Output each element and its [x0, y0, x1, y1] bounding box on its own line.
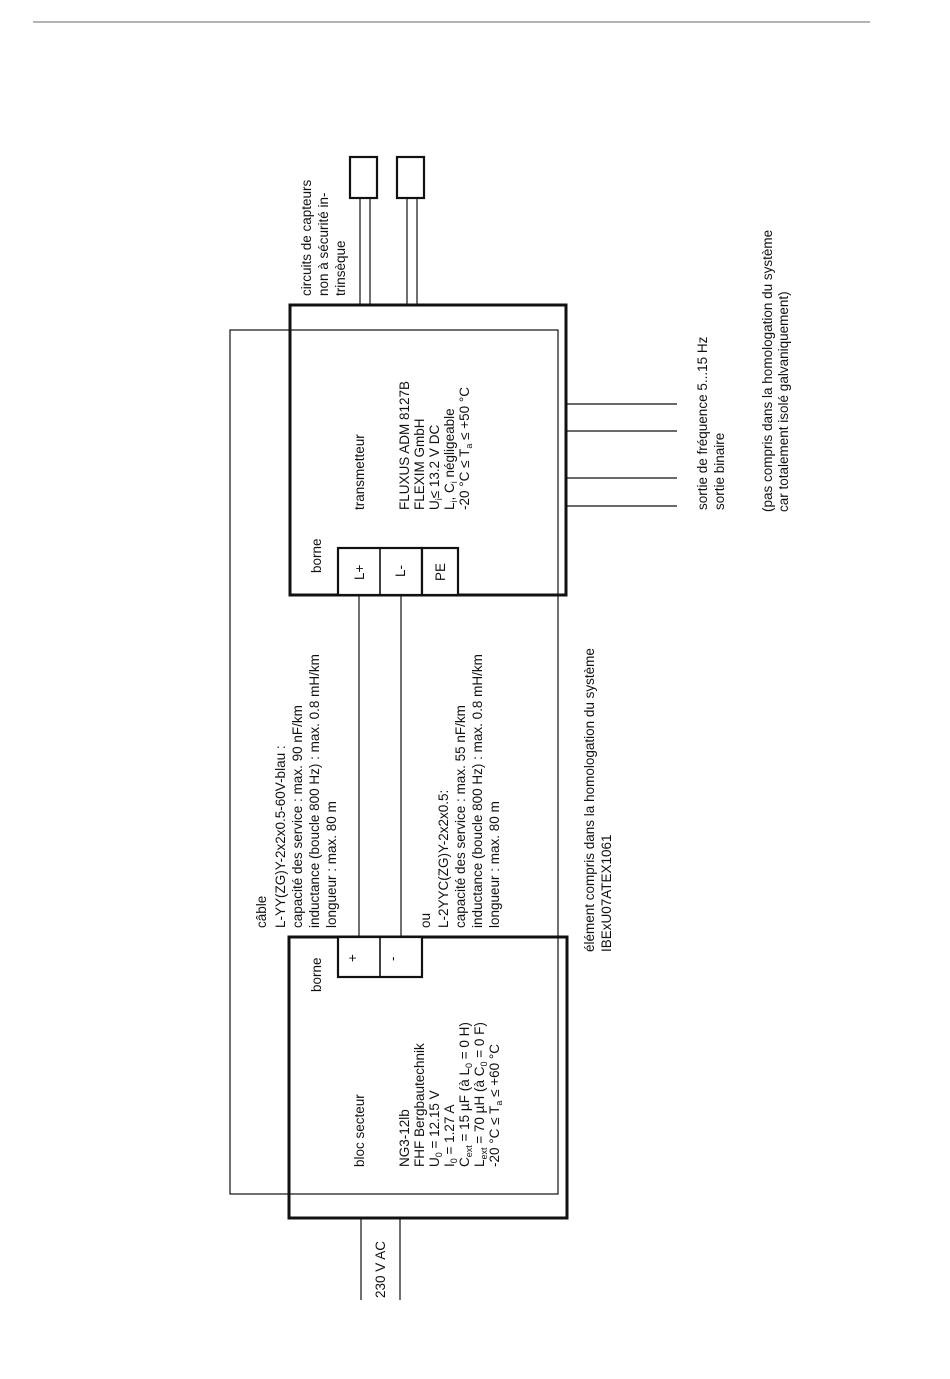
svg-text:L+: L+: [352, 564, 367, 580]
transmitter-heading: transmetteur: [352, 434, 367, 510]
svg-text:IBExU07ATEX1061: IBExU07ATEX1061: [599, 834, 614, 952]
svg-text:-: -: [385, 957, 400, 962]
cable-heading: câble: [254, 896, 269, 928]
svg-text:+: +: [345, 954, 360, 962]
svg-text:câble: câble: [254, 896, 269, 928]
transmitter-maker: FLEXIM GmbH: [412, 418, 427, 510]
power-supply-terminal-label: borne: [309, 957, 324, 992]
svg-text:bloc secteur: bloc secteur: [352, 1094, 367, 1167]
sensor-box-2: [395, 155, 426, 200]
power-supply-model: NG3-12lb: [397, 1109, 412, 1167]
terminal-plus: +: [345, 954, 360, 962]
terminal-l-plus: L+: [352, 564, 367, 580]
svg-text:inductance (boucle 800 Hz) : m: inductance (boucle 800 Hz) : max. 0.8 mH…: [470, 654, 485, 928]
svg-text:trinsèque: trinsèque: [333, 240, 348, 296]
svg-text:borne: borne: [309, 957, 324, 992]
sensor-circuits-label: circuits de capteurs non à sécurité in- …: [299, 179, 348, 296]
svg-text:L-: L-: [393, 565, 408, 577]
certification-boundary: [229, 329, 559, 1195]
svg-text:230 V AC: 230 V AC: [373, 1241, 388, 1298]
transmitter-temperature: -20 °C ≤ Ta ≤ +50 °C: [457, 387, 474, 510]
svg-text:capacité des service : max. 90: capacité des service : max. 90 nF/km: [290, 705, 305, 928]
svg-text:PE: PE: [433, 563, 448, 581]
svg-text:borne: borne: [309, 538, 324, 573]
transmitter-info: FLUXUS ADM 8127B FLEXIM GmbH Ui≤ 13.2 V …: [397, 381, 474, 510]
power-supply-info: NG3-12lb FHF Bergbautechnik U0 = 12.15 V…: [397, 1022, 504, 1167]
power-supply-i0: I0 = 1.27 A: [442, 1105, 459, 1167]
svg-text:L-YY(ZG)Y-2x2x0.5-60V-blau :: L-YY(ZG)Y-2x2x0.5-60V-blau :: [273, 745, 288, 928]
cable-or-label: ou: [418, 913, 433, 928]
output-note: (pas compris dans la homologation du sys…: [760, 230, 791, 512]
svg-text:transmetteur: transmetteur: [352, 434, 367, 510]
svg-text:(pas compris dans la homologat: (pas compris dans la homologation du sys…: [760, 230, 775, 512]
output-labels: sortie de fréquence 5...15 Hz sortie bin…: [695, 336, 727, 510]
terminal-pe: PE: [433, 563, 448, 581]
certification-note: élément compris dans la homologation du …: [582, 648, 614, 952]
transmitter-ui: Ui≤ 13.2 V DC: [427, 425, 444, 510]
transmitter-model: FLUXUS ADM 8127B: [397, 381, 412, 510]
power-supply-temperature: -20 °C ≤ Ta ≤ +60 °C: [487, 1044, 504, 1167]
svg-text:L-2YYC(ZG)Y-2x2x0.5:: L-2YYC(ZG)Y-2x2x0.5:: [436, 790, 451, 928]
svg-text:non à sécurité in-: non à sécurité in-: [316, 192, 331, 296]
power-supply-maker: FHF Bergbautechnik: [412, 1043, 427, 1167]
svg-text:capacité des service : max. 55: capacité des service : max. 55 nF/km: [453, 705, 468, 928]
svg-text:longueur : max. 80 m: longueur : max. 80 m: [487, 801, 502, 928]
transmitter-terminal-label: borne: [309, 538, 324, 573]
power-supply-box: [287, 935, 569, 1220]
transmitter-terminal-pe: [420, 546, 460, 597]
cable-option-1: L-YY(ZG)Y-2x2x0.5-60V-blau : capacité de…: [273, 654, 339, 928]
terminal-minus: -: [385, 957, 400, 962]
svg-text:longueur : max. 80 m: longueur : max. 80 m: [324, 801, 339, 928]
mains-label: 230 V AC: [373, 1241, 388, 1298]
terminal-l-minus: L-: [393, 565, 408, 577]
svg-text:inductance (boucle 800 Hz) : m: inductance (boucle 800 Hz) : max. 0.8 mH…: [307, 654, 322, 928]
power-supply-cext: Cext = 15 µF (à L0 = 0 H): [457, 1022, 474, 1167]
transmitter-lc: Li, Ci négligeable: [442, 408, 459, 510]
sensor-box-1: [348, 155, 379, 200]
cable-option-2: L-2YYC(ZG)Y-2x2x0.5: capacité des servic…: [436, 654, 502, 928]
frequency-output-label: sortie de fréquence 5...15 Hz: [695, 336, 710, 510]
power-supply-u0: U0 = 12.15 V: [427, 1090, 444, 1167]
svg-text:élément compris dans la homolo: élément compris dans la homologation du …: [582, 648, 597, 952]
binary-output-label: sortie binaire: [712, 433, 727, 510]
svg-text:car totalement isolé galvaniqu: car totalement isolé galvaniquement): [776, 291, 791, 512]
svg-text:circuits de capteurs: circuits de capteurs: [299, 179, 314, 296]
power-supply-heading: bloc secteur: [352, 1094, 367, 1167]
power-supply-lext: Lext = 70 µH (à C0 = 0 F): [472, 1022, 489, 1167]
svg-text:ou: ou: [418, 913, 433, 928]
